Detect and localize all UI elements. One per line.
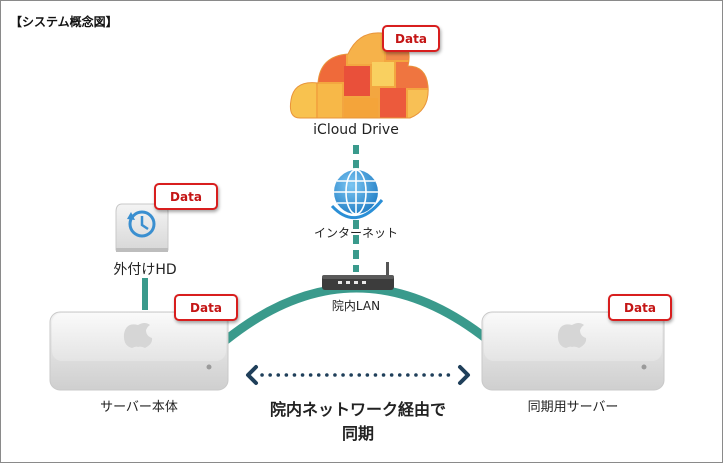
- sync-caption-line1: 院内ネットワーク経由で: [269, 400, 446, 419]
- main-server-data-badge: Data: [174, 294, 238, 321]
- lan-arc: [221, 283, 493, 345]
- main-server-label: サーバー本体: [100, 400, 178, 415]
- main-server-icon: [49, 311, 229, 391]
- cloud-label: iCloud Drive: [313, 122, 399, 138]
- external-hd-label: 外付けHD: [113, 262, 177, 278]
- bidirectional-arrow-icon: [246, 365, 470, 385]
- router-label: 院内LAN: [331, 299, 381, 313]
- sync-caption: 院内ネットワーク経由で 同期: [250, 398, 466, 446]
- internet-label: インターネット: [313, 226, 398, 240]
- sync-caption-line2: 同期: [341, 424, 374, 443]
- external-hd-data-badge: Data: [154, 183, 218, 210]
- page-title: 【システム概念図】: [10, 15, 118, 29]
- globe-icon: [330, 168, 384, 220]
- sync-server-data-badge: Data: [608, 294, 672, 321]
- sync-server-label: 同期用サーバー: [527, 400, 619, 415]
- router-icon: [322, 262, 394, 290]
- external-hd-icon: [115, 203, 169, 252]
- cloud-data-badge: Data: [382, 25, 440, 52]
- sync-server-icon: [481, 311, 665, 391]
